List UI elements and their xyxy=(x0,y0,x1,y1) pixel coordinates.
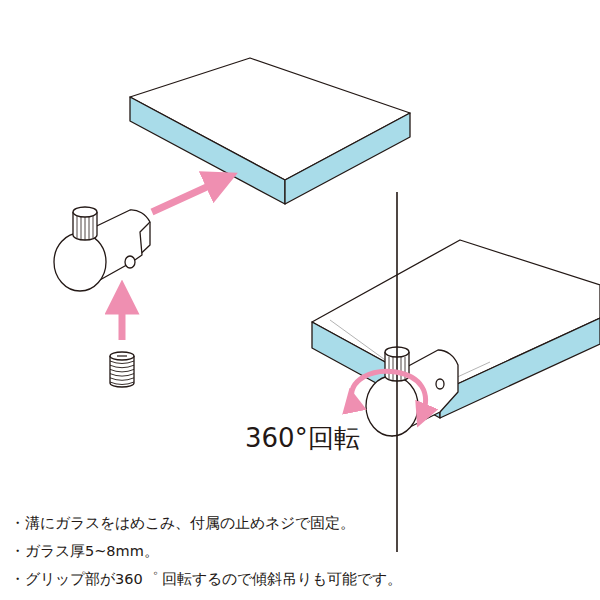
thread-line xyxy=(110,374,134,377)
thread-line xyxy=(110,378,134,381)
thread-line xyxy=(110,365,134,368)
rotation-label: 360°回転 xyxy=(245,423,360,454)
thread-line xyxy=(110,361,134,364)
thread-line xyxy=(110,369,134,372)
thread-line xyxy=(110,382,134,385)
glass-edge-side xyxy=(285,113,410,204)
note-line: ・溝にガラスをはめこみ、付属の止めネジで固定。 xyxy=(10,515,355,532)
glass-edge-side-2 xyxy=(440,318,600,418)
rotate-arrow xyxy=(352,371,426,416)
clamp-assembled xyxy=(366,347,458,436)
screw-arrow xyxy=(119,297,126,340)
set-screw xyxy=(110,352,134,387)
note-line: ・ガラス厚5~8mm。 xyxy=(10,543,159,560)
insert-arrow xyxy=(152,180,222,212)
note-line: ・グリップ部が360゜ 回転するので傾斜吊りも可能です。 xyxy=(10,571,402,588)
clamp-exploded xyxy=(54,207,150,291)
